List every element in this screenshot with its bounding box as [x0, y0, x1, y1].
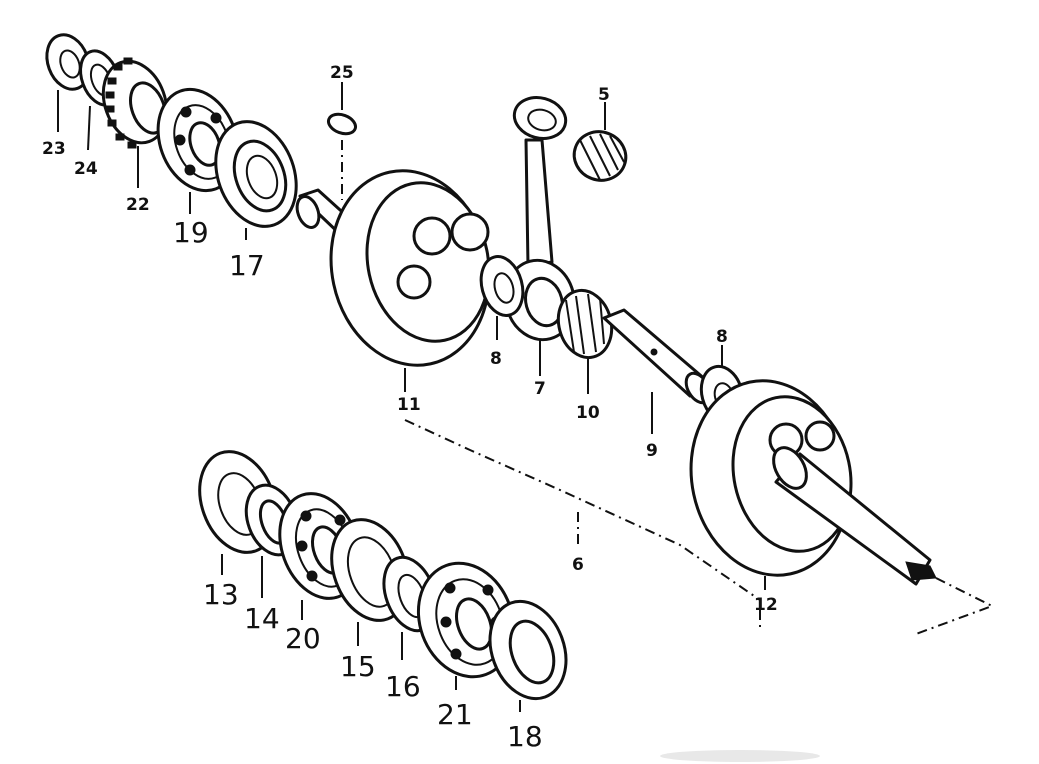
label-9: 9: [646, 441, 658, 461]
part-22-gear: [101, 57, 169, 188]
label-25: 25: [330, 63, 354, 83]
label-16: 16: [385, 670, 421, 703]
label-14: 14: [244, 602, 280, 635]
label-15: 15: [340, 650, 376, 683]
part-17-oil-seal: [214, 120, 298, 240]
part-9-crank-pin: [602, 308, 712, 434]
label-23: 23: [42, 139, 66, 159]
part-8-thrust-washer-left: [479, 255, 525, 340]
part-6-assembly-leaders: [404, 419, 995, 635]
part-18-oil-seal: [488, 599, 568, 712]
part-7-connecting-rod: [504, 96, 576, 376]
label-5: 5: [598, 85, 610, 105]
label-11: 11: [397, 395, 421, 415]
label-17: 17: [229, 249, 265, 282]
part-5-needle-bearing: [572, 102, 628, 182]
label-10: 10: [576, 403, 600, 423]
part-10-needle-bearing: [556, 288, 614, 394]
label-13: 13: [203, 578, 239, 611]
label-6: 6: [572, 555, 584, 575]
part-25-woodruff-key: [326, 82, 358, 200]
label-18: 18: [507, 720, 543, 753]
label-22: 22: [126, 195, 150, 215]
scan-smudge: [660, 750, 820, 762]
label-19: 19: [173, 216, 209, 249]
part-11-crank-web: [295, 169, 491, 392]
label-24: 24: [74, 159, 98, 179]
label-12: 12: [754, 595, 778, 615]
label-21: 21: [437, 698, 473, 731]
label-7: 7: [534, 379, 546, 399]
part-12-crank-web: [689, 379, 937, 590]
label-8-right: 8: [716, 327, 728, 347]
label-20: 20: [285, 622, 321, 655]
label-8-left: 8: [490, 349, 502, 369]
